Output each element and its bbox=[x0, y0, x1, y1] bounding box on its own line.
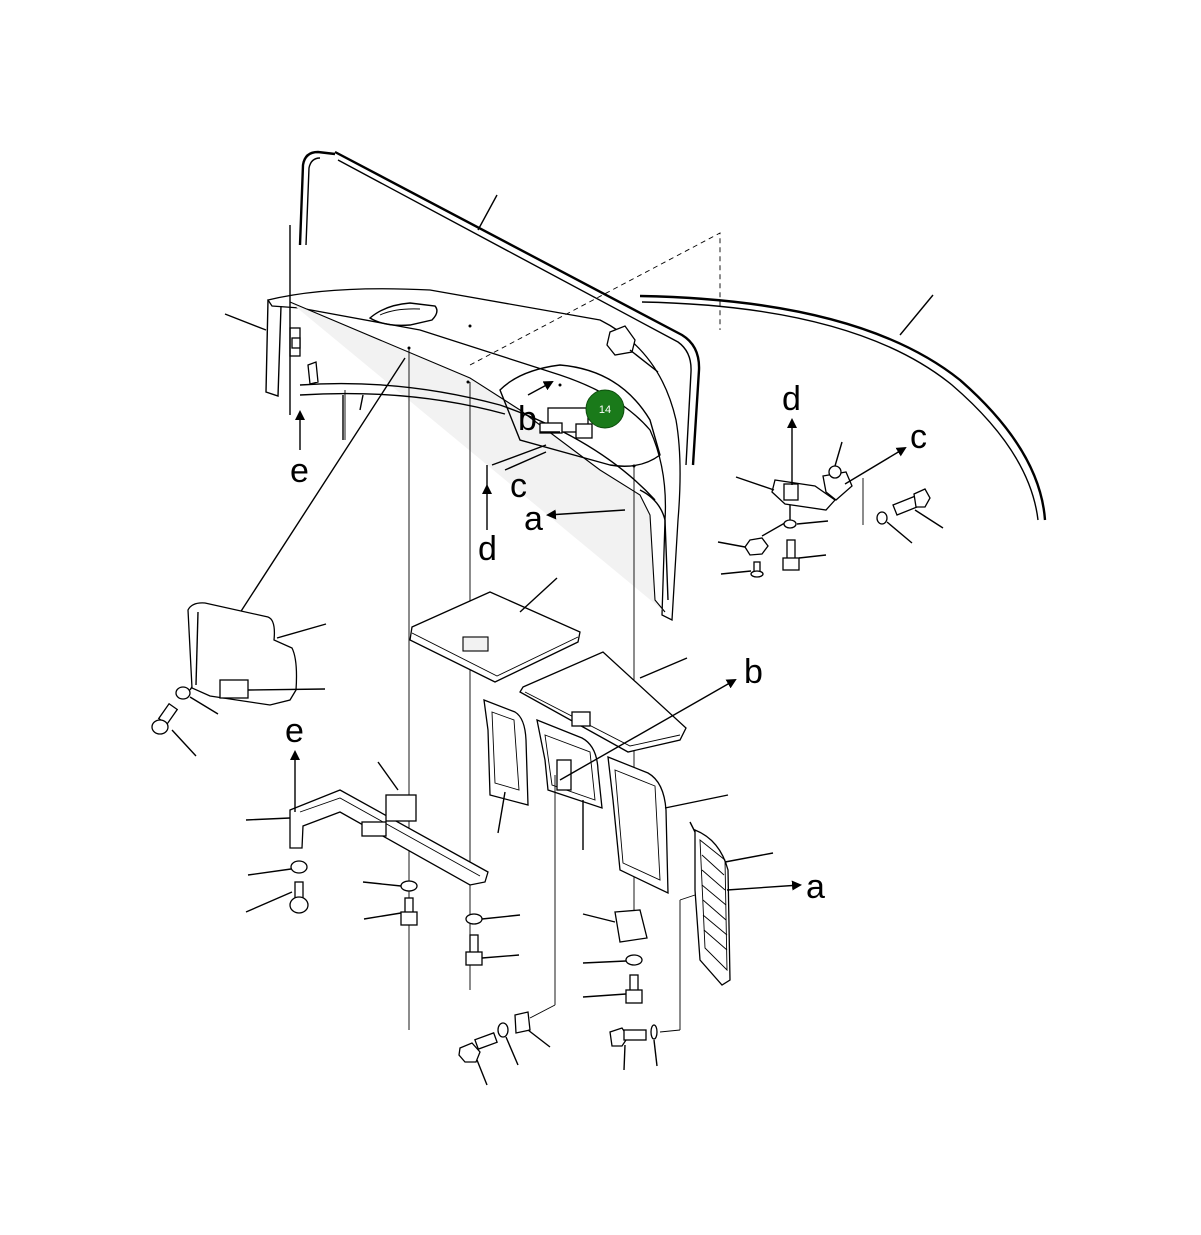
support-bracket bbox=[245, 761, 489, 886]
arrow-e-bottom: e bbox=[285, 712, 304, 812]
arrow-a-top: a bbox=[524, 500, 626, 538]
roof-weatherstrip bbox=[334, 150, 701, 466]
label-b-top: b bbox=[518, 400, 537, 438]
callout-14[interactable]: 14 bbox=[585, 389, 625, 429]
upper-panel-left bbox=[409, 577, 581, 683]
label-c-top: c bbox=[510, 467, 527, 505]
fasteners-right-lower bbox=[582, 909, 648, 1004]
arrow-b-top: b bbox=[518, 381, 554, 438]
callout-14-number[interactable]: 14 bbox=[599, 404, 611, 416]
filter-panel-3 bbox=[607, 755, 729, 895]
striker-bracket bbox=[735, 441, 864, 537]
hood-stopper bbox=[606, 325, 659, 373]
latch-fasteners bbox=[717, 488, 944, 578]
arrow-a-bottom: a bbox=[726, 868, 825, 906]
bracket-fasteners-mid bbox=[362, 880, 418, 926]
grille-panel bbox=[689, 821, 774, 986]
arrow-c-right: c bbox=[844, 418, 927, 485]
side-cover-plate bbox=[187, 602, 327, 706]
bracket-fasteners-left bbox=[245, 860, 309, 914]
label-e-bottom: e bbox=[285, 712, 304, 750]
hood-latch bbox=[539, 407, 593, 439]
callout-14-circle[interactable] bbox=[585, 389, 625, 429]
fasteners-center bbox=[465, 913, 521, 966]
label-c-right: c bbox=[910, 418, 927, 456]
upper-panel-right bbox=[519, 651, 688, 753]
left-seal-strip bbox=[298, 150, 336, 246]
fasteners-bottom bbox=[458, 775, 696, 1086]
arrow-c-top: c bbox=[491, 444, 547, 505]
label-d-right: d bbox=[782, 380, 801, 418]
hood-hinge-left bbox=[224, 313, 301, 357]
filter-panel-1 bbox=[483, 698, 529, 834]
label-a-bottom: a bbox=[806, 868, 825, 906]
curved-seal bbox=[639, 294, 1047, 521]
arrow-b-bottom: b bbox=[559, 653, 763, 781]
arrow-d-top: d bbox=[478, 465, 497, 568]
side-cover-bolt bbox=[151, 686, 219, 757]
filter-panel-2 bbox=[536, 718, 603, 850]
arrow-e-top: e bbox=[290, 410, 309, 490]
hood-lock-pin bbox=[307, 361, 319, 385]
label-a-top: a bbox=[524, 500, 543, 538]
label-e-top: e bbox=[290, 452, 309, 490]
label-d-top: d bbox=[478, 530, 497, 568]
arrow-d-right: d bbox=[782, 380, 801, 485]
label-b-bottom: b bbox=[744, 653, 763, 691]
engine-hood bbox=[265, 232, 721, 622]
